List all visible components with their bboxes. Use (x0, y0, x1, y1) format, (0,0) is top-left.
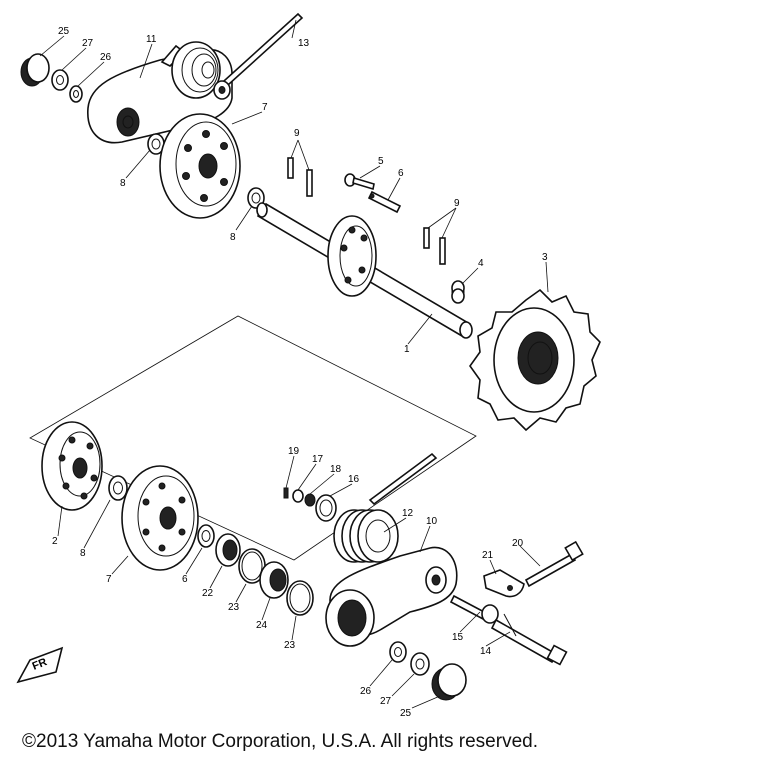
sprocket-3 (469, 288, 601, 432)
nut-27-top (51, 69, 69, 91)
front-direction-arrow: FR (16, 646, 64, 684)
callout: 27 (82, 38, 94, 49)
pin-6 (367, 190, 402, 214)
callout: 6 (398, 168, 404, 179)
callout: 15 (452, 632, 464, 643)
callout: 17 (312, 454, 324, 465)
ring-23-lower (286, 580, 314, 616)
callout: 7 (106, 574, 112, 585)
cap-25-top (20, 53, 50, 87)
flange-2 (41, 421, 103, 511)
shaft-15 (449, 594, 499, 624)
callout: 20 (512, 538, 524, 549)
shaft-14 (490, 613, 568, 666)
exploded-parts-diagram: FR (16, 12, 601, 719)
rod-13 (212, 12, 304, 100)
nut-27-bottom (410, 652, 430, 676)
callout: 8 (230, 232, 236, 243)
callout: 6 (182, 574, 188, 585)
callout: 16 (348, 474, 360, 485)
callout: 2 (52, 536, 58, 547)
screw-19 (283, 487, 289, 499)
callout: 18 (330, 464, 342, 475)
fr-label: FR (31, 656, 49, 673)
washer-26-bottom (389, 641, 407, 663)
callout-labels: 25 27 26 11 13 7 8 8 9 5 6 9 4 3 1 2 8 7… (52, 26, 548, 719)
callout: 13 (298, 38, 310, 49)
pins-9-left (287, 157, 313, 197)
callout: 19 (288, 446, 300, 457)
bolt-20 (524, 540, 584, 588)
sheave-7-bottom (121, 465, 199, 571)
callout: 24 (256, 620, 268, 631)
shaft-1 (256, 202, 473, 339)
spring-top (171, 41, 221, 99)
bolt-5 (344, 173, 375, 191)
washer-8-bottom (108, 475, 128, 501)
ring-23-upper (238, 548, 266, 584)
callout: 26 (100, 52, 112, 63)
callout: 9 (454, 198, 460, 209)
callout: 10 (426, 516, 438, 527)
pins-9-right (423, 227, 446, 265)
washer-17 (292, 489, 304, 503)
leader-lines (39, 19, 549, 709)
washer-16 (315, 494, 337, 522)
callout: 7 (262, 102, 268, 113)
copyright-notice: ©2013 Yamaha Motor Corporation, U.S.A. A… (22, 731, 538, 752)
bracket-21 (483, 569, 525, 598)
bearing-24 (259, 561, 289, 599)
callout: 21 (482, 550, 494, 561)
cap-25-bottom (431, 663, 467, 701)
callout: 22 (202, 588, 214, 599)
bearing-22 (215, 533, 241, 567)
callout: 23 (284, 640, 296, 651)
callout: 14 (480, 646, 492, 657)
callout: 5 (378, 156, 384, 167)
washer-8-top-mid (247, 187, 265, 209)
callout: 27 (380, 696, 392, 707)
callout: 8 (80, 548, 86, 559)
sheave-7-top (159, 113, 241, 219)
callout: 25 (400, 708, 412, 719)
spacer-4 (451, 280, 465, 304)
callout: 9 (294, 128, 300, 139)
washer-18 (304, 493, 316, 507)
housing-lower (325, 589, 375, 647)
callout: 8 (120, 178, 126, 189)
washer-26-top (69, 85, 83, 103)
callout: 26 (360, 686, 372, 697)
callout: 12 (402, 508, 414, 519)
spring-12 (333, 452, 438, 563)
callout: 3 (542, 252, 548, 263)
callout: 11 (146, 34, 157, 45)
callout: 1 (404, 344, 410, 355)
callout: 23 (228, 602, 240, 613)
callout: 25 (58, 26, 70, 37)
callout: 4 (478, 258, 484, 269)
washer-6-bottom (197, 524, 215, 548)
